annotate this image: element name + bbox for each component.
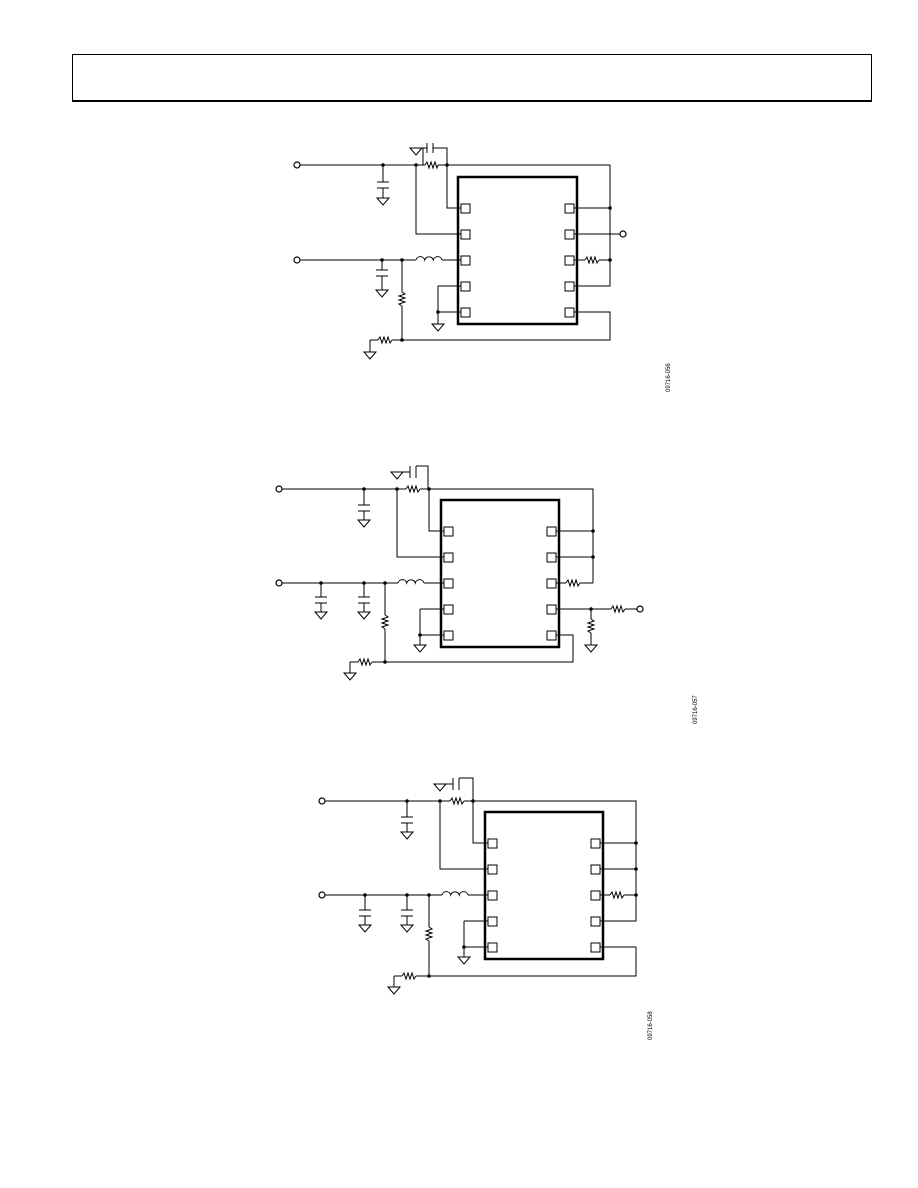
ground-icon [432,783,448,792]
ground-icon [356,519,372,528]
terminal-icon [318,891,326,899]
resistor-icon [586,618,596,634]
ground-icon [386,986,402,995]
capacitor-icon [426,143,434,153]
resistor-icon [565,578,581,588]
resistor-icon [609,890,625,900]
junction-dots [363,799,638,978]
ground-icon [356,611,372,620]
capacitor-icon [401,816,413,824]
resistor-icon [584,255,600,265]
terminal-icon [318,797,326,805]
junction-dots [380,163,612,342]
capacitor-icon [359,909,371,917]
terminal-icon [275,579,283,587]
capacitor-icon [358,596,370,604]
wiring [325,777,637,987]
resistor-icon [401,971,417,981]
terminal-icon [619,230,627,238]
resistor-icon [424,160,439,170]
ground-icon [583,644,599,653]
resistor-icon [424,926,434,942]
ground-icon [456,956,472,965]
capacitor-icon [452,778,460,790]
capacitor-icon [409,466,417,478]
wiring [300,147,620,352]
ic-pins-left [460,203,471,318]
inductor-icon [441,891,469,897]
ground-icon [412,644,428,653]
ground-icon [357,924,373,933]
resistor-icon [380,614,390,630]
wiring [282,465,637,673]
terminal-icon [636,605,644,613]
ground-icon [399,924,415,933]
figure-number: 09716-057 [693,695,699,724]
figure-number: 09716-058 [648,1011,654,1040]
resistor-icon [405,484,421,494]
capacitor-icon [358,504,370,512]
circuit-figure-1: 09716-056 [293,143,672,392]
circuit-figure-3: 09716-058 [318,777,654,1040]
capacitor-icon [377,181,389,189]
capacitor-icon [376,269,388,277]
capacitor-icon [401,909,413,917]
ic-pins-right [590,838,601,953]
figure-number: 09716-056 [666,363,672,392]
ground-icon [342,672,358,681]
ground-icon [408,147,424,156]
ground-icon [374,289,390,298]
resistor-icon [377,335,393,345]
junction-dots [319,487,595,664]
ground-icon [399,831,415,840]
resistor-icon [357,657,373,667]
ic-pins-left [487,838,498,953]
capacitor-icon [315,596,327,604]
ic-pins-right [546,526,557,641]
resistor-icon [449,796,465,806]
ic-package [483,810,605,961]
ground-icon [313,611,329,620]
ground-icon [430,323,446,332]
ground-icon [389,471,405,480]
ground-icon [362,351,378,360]
terminal-icon [293,256,301,264]
ic-package [439,498,561,649]
terminal-icon [293,161,301,169]
ic-pins-right [564,203,575,318]
circuit-figure-2: 09716-057 [275,465,699,724]
resistor-icon [610,604,626,614]
terminal-icon [275,485,283,493]
ground-icon [375,197,391,206]
resistor-icon [397,291,407,307]
ic-pins-left [443,526,454,641]
inductor-icon [397,579,425,585]
page-header-box [72,54,872,102]
ic-package [456,175,579,326]
inductor-icon [415,256,443,262]
